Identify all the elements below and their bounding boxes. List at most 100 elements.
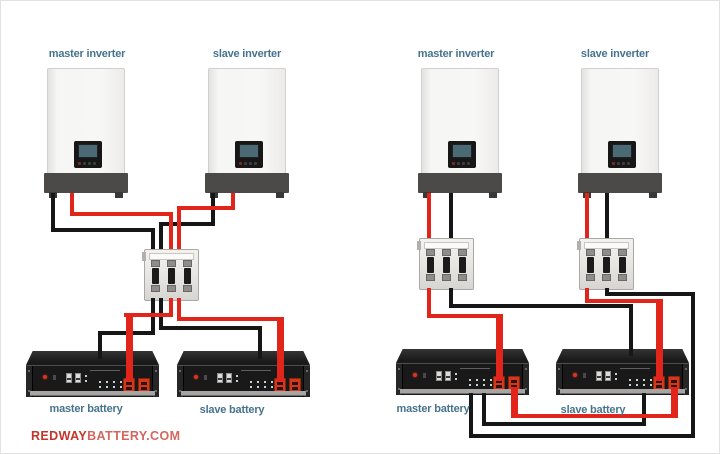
breaker-toggle [619, 257, 626, 273]
circuit-breaker-right-master [417, 238, 474, 290]
comm-port [490, 379, 492, 381]
wire-segment-red [427, 288, 431, 318]
dip-switch [445, 371, 451, 381]
comm-port [113, 381, 115, 383]
master-inverter-right [418, 68, 502, 198]
battery-terminal [138, 378, 150, 393]
comm-port [264, 381, 266, 383]
inverter-body [208, 68, 286, 174]
status-led [413, 373, 417, 377]
master-inverter-left [44, 68, 128, 198]
power-button [423, 373, 426, 378]
inverter-body [581, 68, 659, 174]
label-slave-battery-left: slave battery [199, 404, 265, 416]
status-led [194, 375, 198, 379]
breaker-label-strip [149, 253, 194, 260]
wire-segment-black [151, 298, 155, 335]
dip-switch [226, 373, 232, 383]
wire-segment-black [159, 222, 163, 249]
inverter-base [418, 173, 502, 193]
inverter-display [235, 141, 263, 168]
status-led [573, 373, 577, 377]
inverter-body [47, 68, 125, 174]
wire-segment-black [469, 393, 473, 438]
inverter-display [608, 141, 636, 168]
comm-port [643, 379, 645, 381]
battery-front-panel [396, 363, 529, 395]
dip-switch [436, 371, 442, 381]
breaker-toggle [587, 257, 594, 273]
breaker-toggle [443, 257, 450, 273]
wire-segment-black [469, 434, 695, 438]
breaker-toggle [152, 268, 159, 284]
comm-port [257, 381, 259, 383]
redway-battery-logo: REDWAYBATTERY.COM [31, 429, 180, 443]
inverter-base [44, 173, 128, 193]
slave-inverter-right [578, 68, 662, 198]
inverter-base [578, 173, 662, 193]
power-button [53, 375, 56, 380]
label-slave-battery-right: slave battery [560, 404, 626, 416]
lcd-screen [239, 144, 259, 158]
wire-segment-black [51, 193, 55, 232]
battery-front-panel [26, 365, 159, 397]
inverter-body [421, 68, 499, 174]
wire-segment-red [585, 299, 663, 303]
battery-front-panel [556, 363, 689, 395]
dip-switch [217, 373, 223, 383]
comm-port [476, 379, 478, 381]
battery-top-face [177, 351, 310, 365]
wire-segment-black [449, 304, 633, 308]
label-master-battery-left: master battery [49, 403, 123, 415]
circuit-breaker-left [142, 249, 199, 301]
wire-segment-black [605, 193, 609, 238]
inverter-display [74, 141, 102, 168]
wire-segment-red [427, 314, 503, 318]
dip-switch [605, 371, 611, 381]
wire-segment-red [70, 212, 173, 216]
wire-segment-red [585, 193, 589, 238]
slave-battery-left [177, 351, 310, 397]
inverter-buttons [612, 162, 630, 165]
wire-segment-black [159, 222, 215, 226]
breaker-label-strip [424, 242, 469, 249]
comm-port [483, 379, 485, 381]
lcd-screen [612, 144, 632, 158]
circuit-breaker-right-slave [577, 238, 634, 290]
logo-bold-text: REDWAY [31, 429, 88, 443]
master-battery-left [26, 351, 159, 397]
wire-segment-black [51, 228, 155, 232]
wire-segment-black [159, 298, 163, 330]
wire-segment-red [169, 212, 173, 249]
wire-segment-red [177, 206, 235, 210]
battery-front-panel [177, 365, 310, 397]
comm-port [106, 381, 108, 383]
slave-battery-right [556, 349, 689, 395]
comm-port [636, 379, 638, 381]
breaker-toggle [168, 268, 175, 284]
comm-port [120, 381, 122, 383]
label-slave-inverter-left: slave inverter [212, 48, 282, 60]
wire-segment-red [124, 313, 173, 317]
battery-top-face [26, 351, 159, 365]
comm-port [650, 379, 652, 381]
breaker-label-strip [584, 242, 629, 249]
comm-port [469, 379, 471, 381]
wire-segment-red [585, 288, 589, 303]
inverter-buttons [239, 162, 257, 165]
wire-segment-black [605, 292, 695, 296]
label-master-battery-right: master battery [396, 403, 470, 415]
comm-port [629, 379, 631, 381]
battery-top-face [556, 349, 689, 363]
comm-port [250, 381, 252, 383]
logo-light-text: BATTERY.COM [87, 429, 181, 443]
label-master-inverter-right: master inverter [417, 48, 495, 60]
inverter-base [205, 173, 289, 193]
lcd-screen [452, 144, 472, 158]
power-button [204, 375, 207, 380]
wire-segment-black [159, 326, 262, 330]
dip-switch [66, 373, 72, 383]
wire-segment-black [449, 288, 453, 308]
wire-segment-black [482, 422, 646, 426]
